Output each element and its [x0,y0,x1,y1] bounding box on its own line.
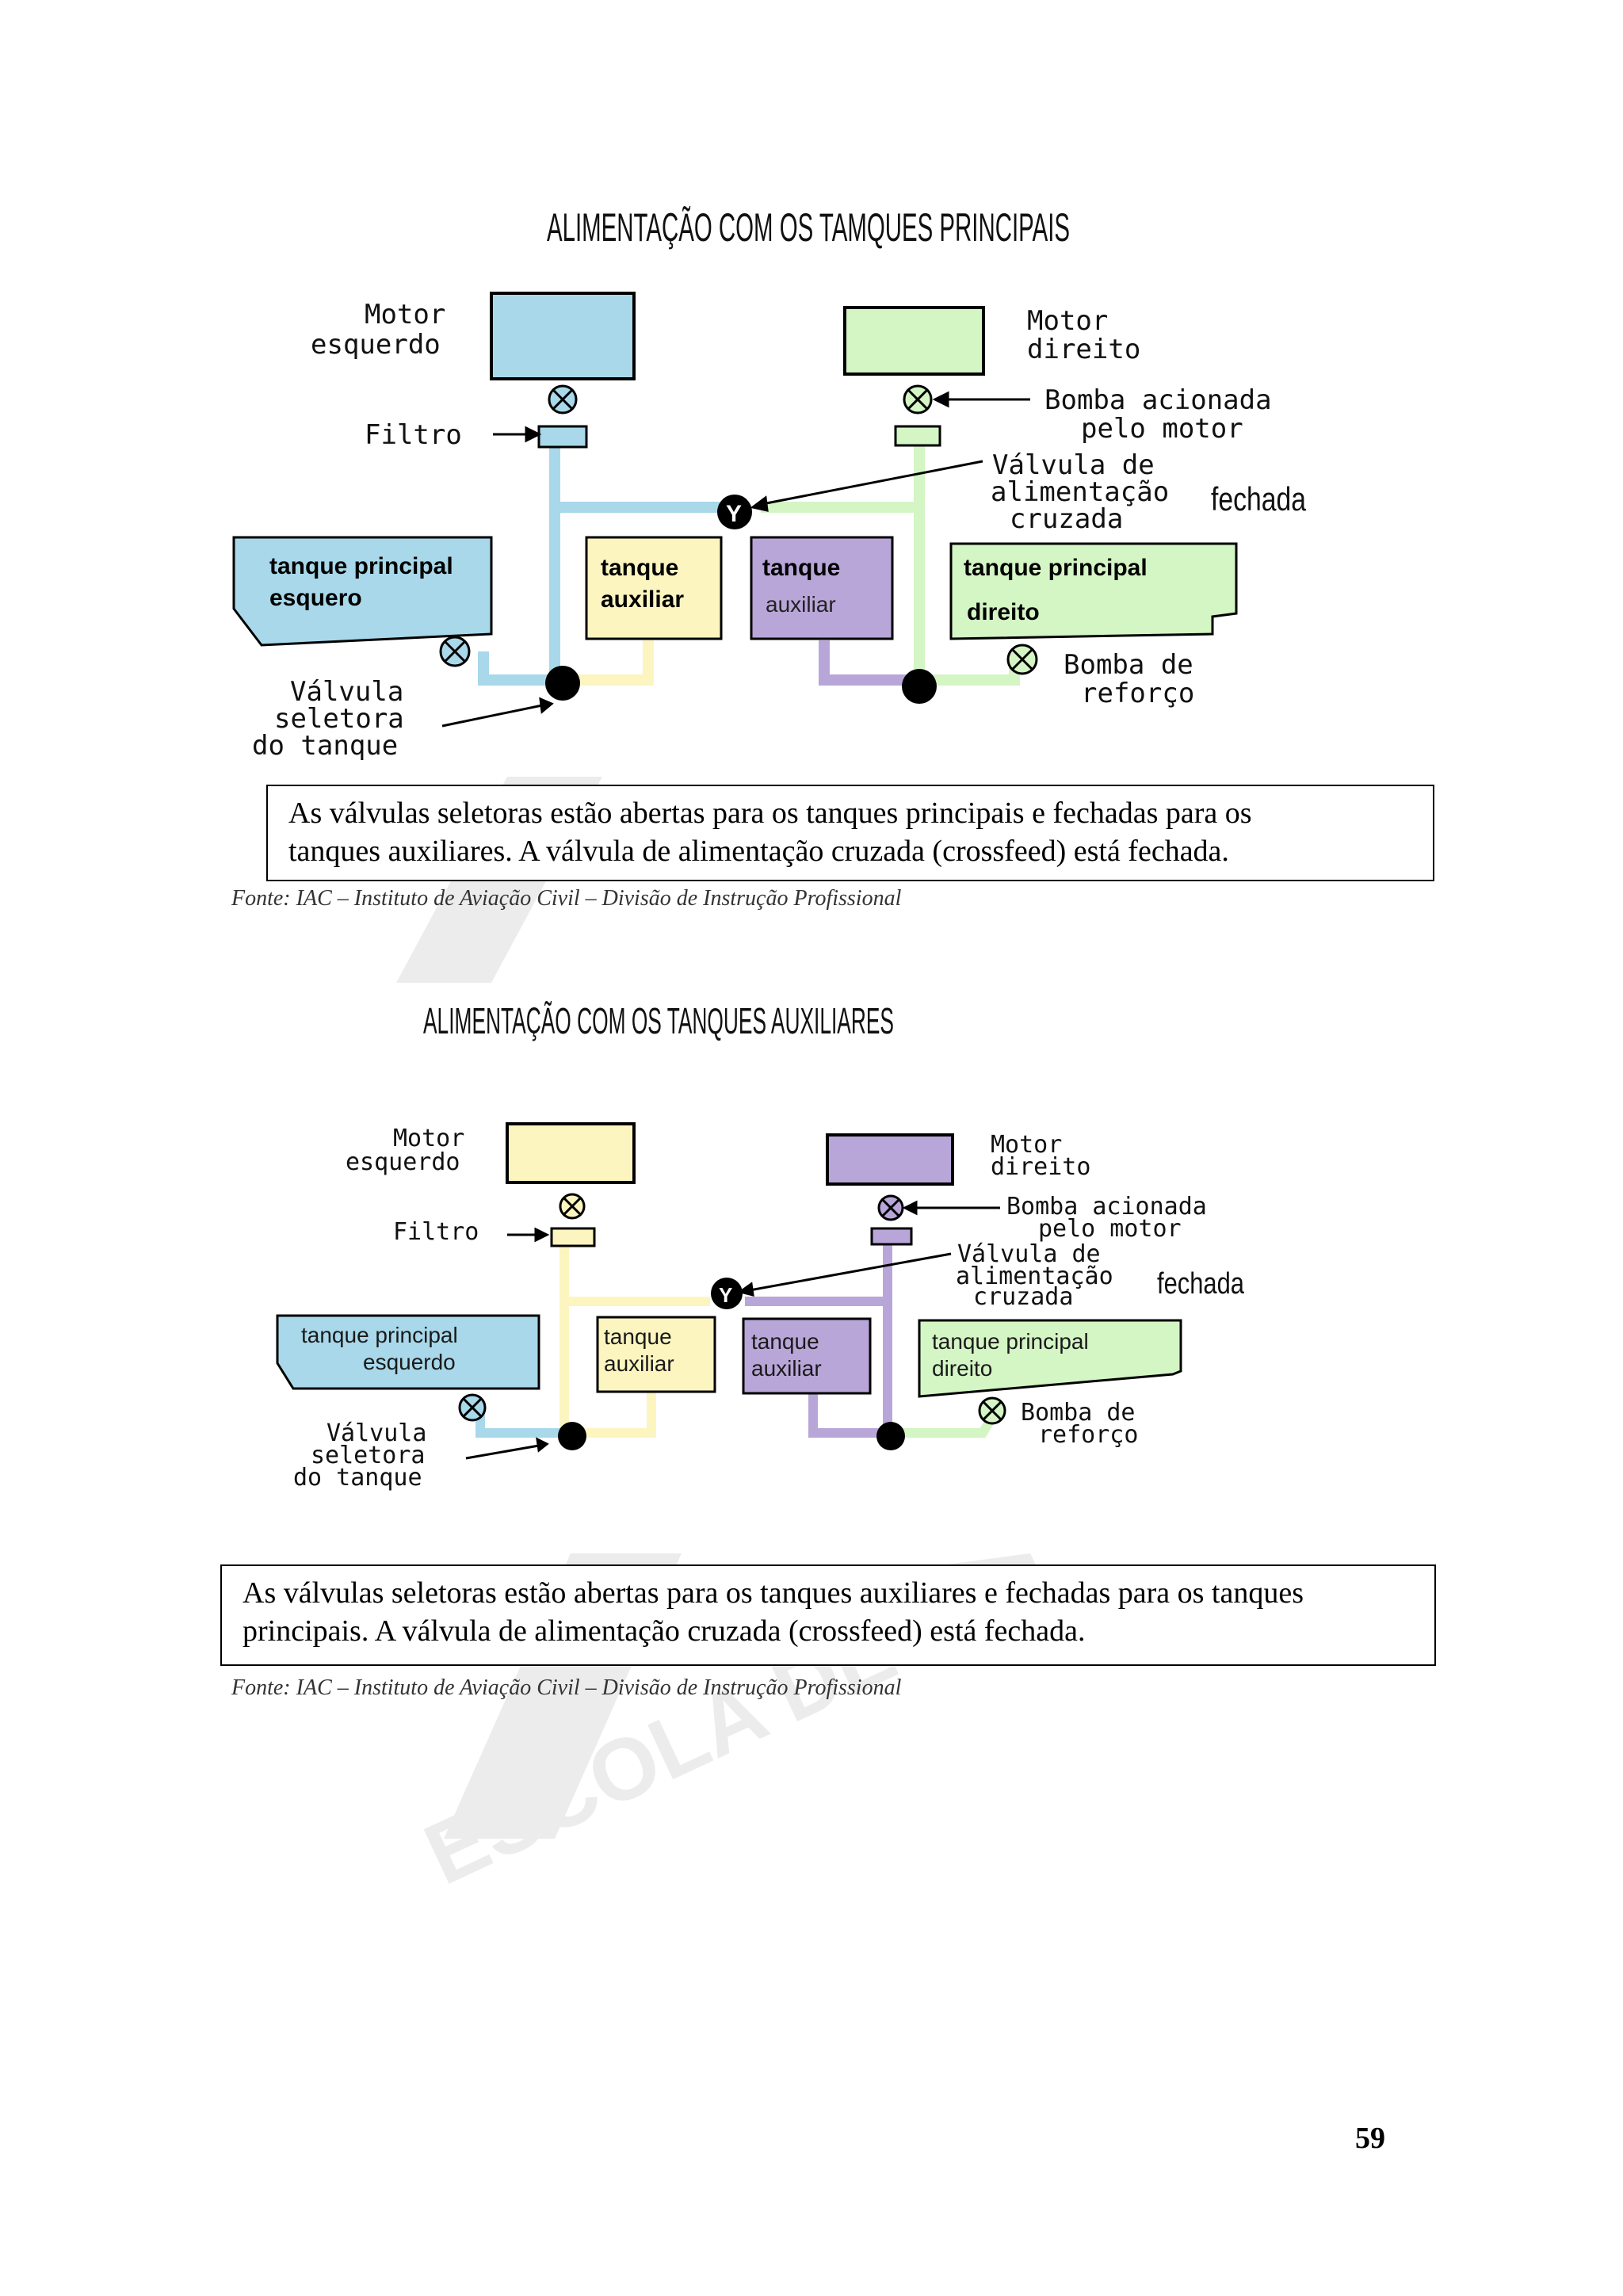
d2-fechada: fechada [1157,1267,1245,1301]
d2-filtro: Filtro [393,1218,479,1246]
d1-fechada: fechada [1211,480,1307,518]
diagram1-title: ALIMENTAÇÃO COM OS TAMQUES PRINCIPAIS [547,205,1070,250]
d2-tank-main-right-2: direito [932,1356,992,1381]
d1-tank-main-left-2: esquero [269,585,362,611]
page-number: 59 [1355,2122,1385,2155]
tank-aux-left [585,536,723,640]
tank-aux-right [750,536,894,640]
d2-motor-left-1: Motor [393,1125,464,1152]
d2-motor-right-2: direito [991,1153,1090,1181]
source-note-1: Fonte: IAC – Instituto de Aviação Civil … [231,886,902,911]
d2-tank-aux-left-2: auxiliar [604,1351,674,1376]
d2-tank-aux-left [596,1316,716,1393]
svg-text:Y: Y [726,501,742,527]
d1-tank-aux-left-2: auxiliar [601,586,684,613]
crossfeed-valve [717,495,752,529]
d2-tank-aux-left-1: tanque [604,1324,672,1349]
d1-motor-left-2: esquerdo [311,329,441,361]
d2-bomba-motor-2: pelo motor [1038,1215,1182,1243]
d2-valvula-seletora-3: do tanque [293,1464,422,1492]
tank-main-right [949,542,1238,640]
d1-valvula-seletora-2: seletora [274,703,404,735]
d1-tank-main-right-1: tanque principal [964,555,1148,581]
d1-bomba-motor-1: Bomba acionada [1044,384,1272,416]
d1-motor-left-1: Motor [365,299,445,330]
d1-tank-aux-right-1: tanque [762,555,840,581]
d2-motor-left-box [506,1122,636,1184]
d2-selector-valve-right [876,1422,905,1450]
caption2-line1: As válvulas seletoras estão abertas para… [242,1576,1304,1610]
d2-valvula-seletora-1: Válvula [327,1419,426,1447]
caption1-line2: tanques auxiliares. A válvula de aliment… [288,835,1229,868]
d1-valvula-cruzada-2: alimentação [991,476,1169,508]
diagram2-title: ALIMENTAÇÃO COM OS TANQUES AUXILIARES [423,1000,894,1041]
d1-tank-aux-right-2: auxiliar [766,592,836,617]
caption1-line1: As válvulas seletoras estão abertas para… [288,797,1252,830]
d1-valvula-cruzada-3: cruzada [1010,503,1123,535]
d2-valvula-cruzada-2: alimentação [956,1263,1113,1290]
svg-text:Y: Y [719,1283,732,1307]
d1-motor-right-2: direito [1027,334,1140,365]
d2-tank-aux-right [742,1317,872,1395]
d2-motor-right-1: Motor [991,1131,1062,1159]
d2-tank-main-left-2: esquerdo [363,1350,456,1374]
d1-motor-right-1: Motor [1027,305,1108,337]
d1-bomba-motor-2: pelo motor [1081,413,1243,445]
selector-valve-left [545,666,580,701]
d1-valvula-seletora-1: Válvula [290,676,403,708]
d2-valvula-cruzada-3: cruzada [973,1283,1073,1311]
diagram-aux-tanks: ALIMENTAÇÃO COM OS TANQUES AUXILIARES Y … [0,983,1623,1506]
d2-tank-main-left [276,1314,540,1390]
d1-filtro: Filtro [365,419,462,451]
d2-tank-main-right [918,1319,1182,1398]
caption2-line2: principais. A válvula de alimentação cru… [242,1614,1086,1648]
d1-tank-main-left-1: tanque principal [269,553,453,579]
motor-left-box [490,292,636,380]
d1-bomba-reforco-2: reforço [1081,678,1194,709]
selector-valve-right [902,669,937,704]
d2-tank-aux-right-2: auxiliar [751,1356,822,1381]
d2-crossfeed-valve [711,1278,743,1309]
diagram-main-tanks: ALIMENTAÇÃO COM OS TAMQUES PRINCIPAIS Y [0,0,1623,793]
motor-right-box [843,306,985,376]
d2-selector-valve-left [558,1422,586,1450]
d2-motor-left-2: esquerdo [346,1148,460,1176]
d2-bomba-motor-1: Bomba acionada [1006,1193,1207,1221]
d2-valvula-cruzada-1: Válvula de [957,1240,1101,1268]
d1-valvula-seletora-3: do tanque [252,730,398,762]
d2-bomba-reforco-2: reforço [1038,1421,1138,1449]
d1-bomba-reforco-1: Bomba de [1064,649,1193,681]
d2-bomba-reforco-1: Bomba de [1021,1399,1136,1427]
caption-main-tanks: As válvulas seletoras estão abertas para… [266,785,1434,881]
tank-main-left [232,536,493,647]
d1-valvula-cruzada-1: Válvula de [992,449,1155,481]
source-note-2: Fonte: IAC – Instituto de Aviação Civil … [231,1675,902,1700]
caption-aux-tanks: As válvulas seletoras estão abertas para… [220,1564,1436,1666]
d2-tank-main-right-1: tanque principal [932,1329,1089,1354]
d2-motor-right-box [826,1133,954,1186]
d2-valvula-seletora-2: seletora [311,1442,426,1469]
d1-tank-aux-left-1: tanque [601,555,678,581]
d1-tank-main-right-2: direito [967,599,1040,625]
d2-tank-aux-right-1: tanque [751,1329,819,1354]
d2-tank-main-left-1: tanque principal [301,1323,458,1347]
